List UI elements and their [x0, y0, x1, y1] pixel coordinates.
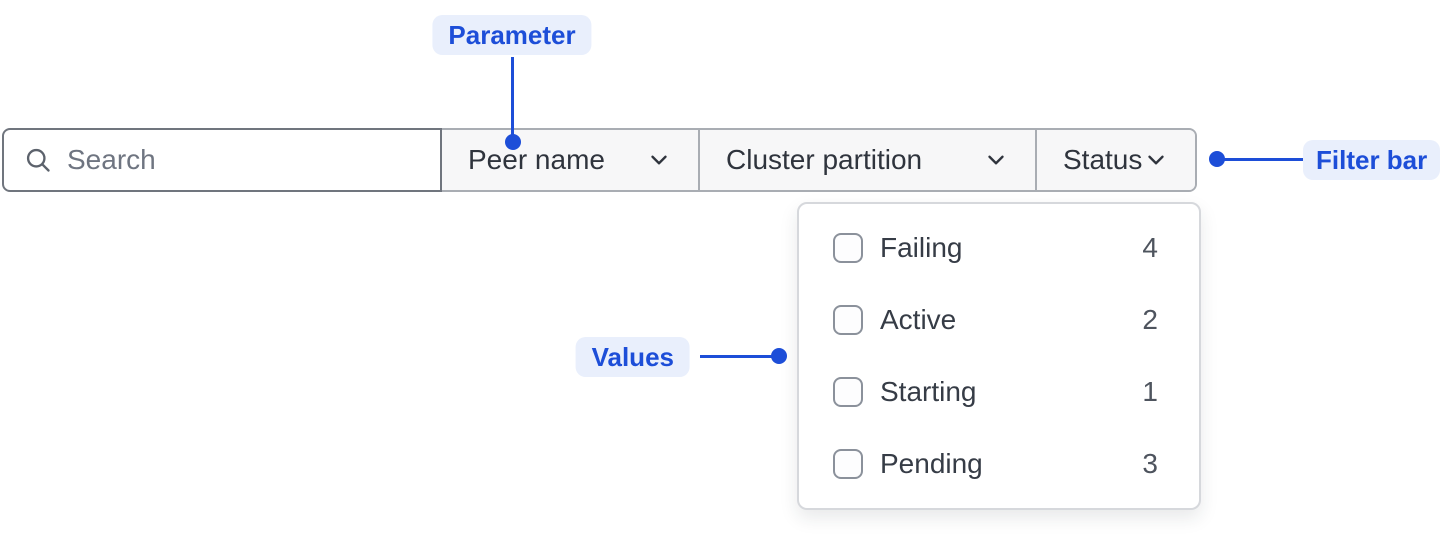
filter-bar: Peer name Cluster partition Status [2, 128, 1197, 192]
search-icon [26, 148, 50, 172]
search-box [2, 128, 442, 192]
search-input[interactable] [67, 144, 440, 176]
chevron-down-icon [651, 155, 667, 165]
dropdown-status[interactable]: Status [1035, 130, 1195, 190]
menu-option-starting[interactable]: Starting 1 [799, 356, 1199, 428]
dropdown-cluster-partition-label: Cluster partition [726, 144, 923, 175]
menu-option-count: 4 [1142, 232, 1158, 263]
dropdown-peer-name[interactable]: Peer name [442, 130, 698, 190]
filter-bar-annotation-badge: Filter bar [1303, 140, 1441, 180]
values-connector-dot [771, 348, 787, 364]
chevron-down-icon [1148, 155, 1164, 165]
status-filter-menu: Failing 4 Active 2 Starting 1 Pending 3 [797, 202, 1201, 510]
checkbox-pending[interactable] [833, 449, 863, 479]
menu-option-failing[interactable]: Failing 4 [799, 212, 1199, 284]
dropdown-peer-name-label: Peer name [468, 144, 605, 175]
menu-option-label: Starting [880, 376, 977, 407]
parameter-connector-line [511, 57, 514, 142]
filter-dropdown-group: Peer name Cluster partition Status [442, 128, 1197, 192]
values-annotation-badge: Values [575, 337, 690, 377]
menu-option-active[interactable]: Active 2 [799, 284, 1199, 356]
chevron-down-icon [988, 155, 1004, 165]
parameter-connector-dot [505, 134, 521, 150]
dropdown-cluster-partition[interactable]: Cluster partition [698, 130, 1035, 190]
menu-option-label: Active [880, 304, 957, 335]
menu-option-count: 2 [1142, 304, 1158, 335]
menu-option-label: Pending [880, 448, 983, 479]
values-connector-line [700, 355, 780, 358]
menu-option-label: Failing [880, 232, 963, 263]
menu-option-count: 3 [1142, 448, 1158, 479]
filter-bar-connector-line [1217, 158, 1309, 161]
menu-option-pending[interactable]: Pending 3 [799, 428, 1199, 500]
dropdown-status-label: Status [1063, 144, 1143, 175]
checkbox-failing[interactable] [833, 233, 863, 263]
menu-option-count: 1 [1142, 376, 1158, 407]
checkbox-starting[interactable] [833, 377, 863, 407]
parameter-annotation-badge: Parameter [432, 15, 592, 55]
checkbox-active[interactable] [833, 305, 863, 335]
